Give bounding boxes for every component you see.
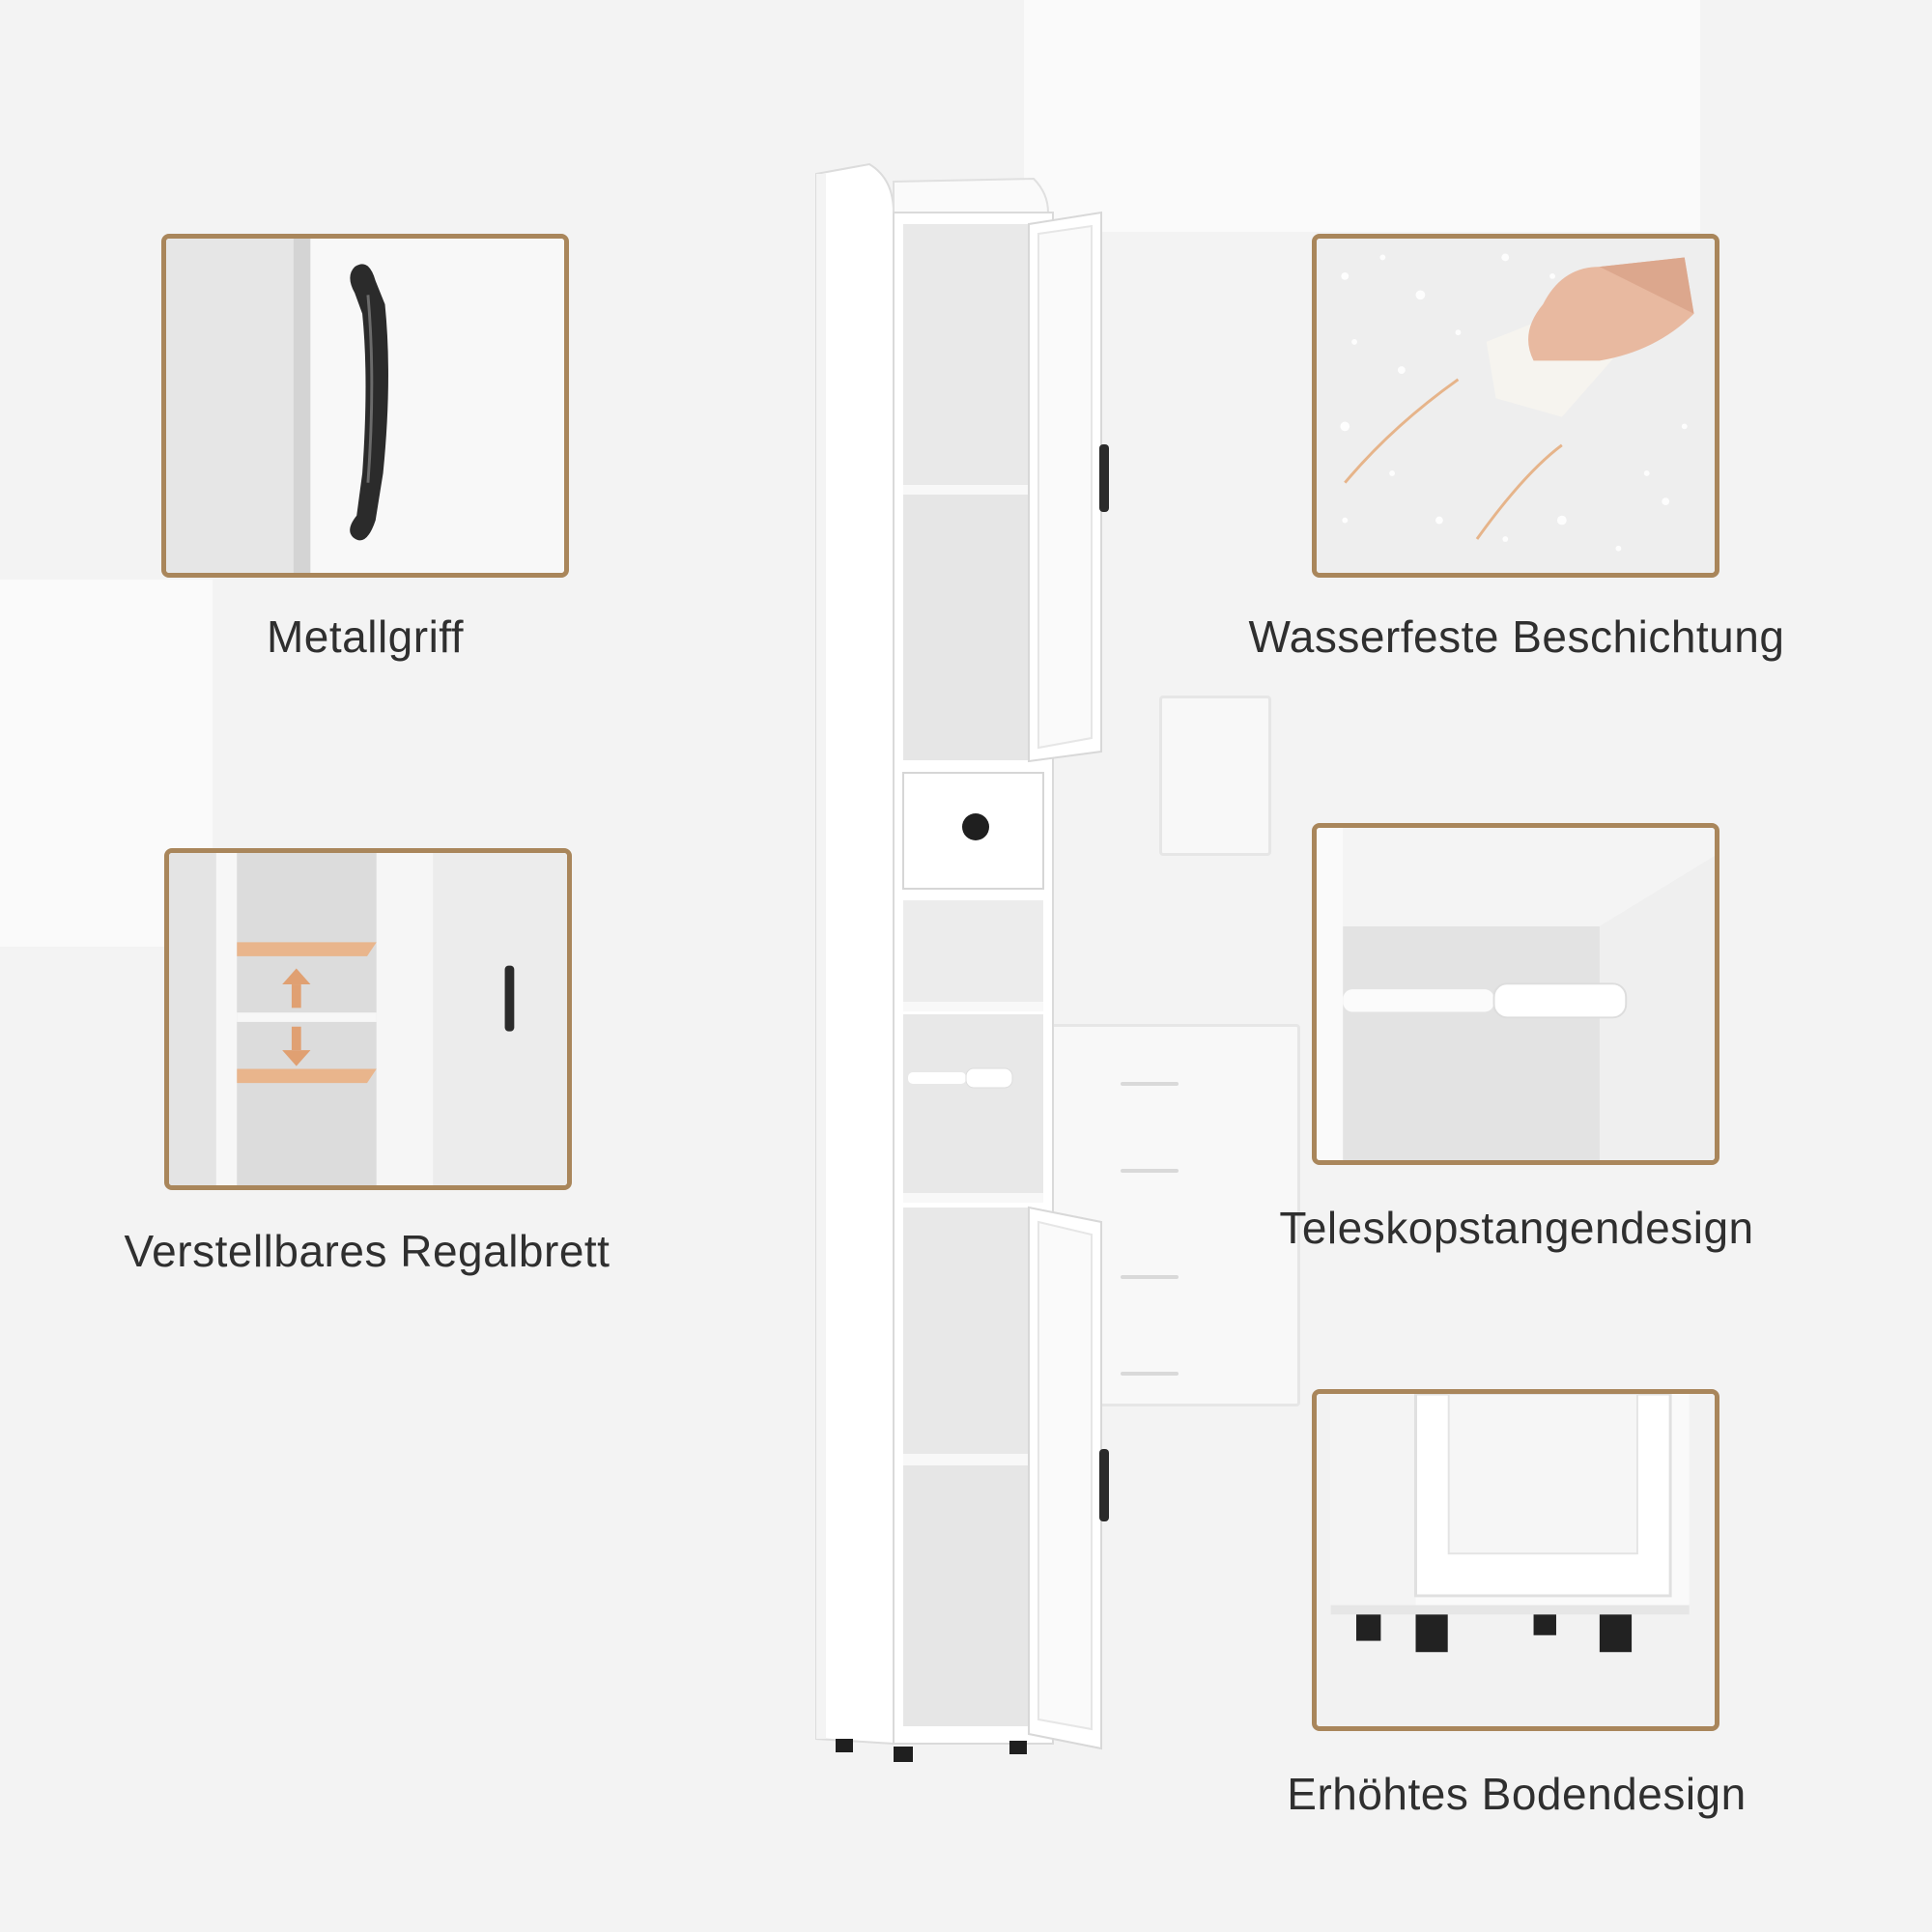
product-cabinet-image bbox=[802, 155, 1130, 1797]
feature-caption-adjustable-shelf: Verstellbares Regalbrett bbox=[124, 1226, 611, 1276]
background-window bbox=[1024, 0, 1700, 232]
adjustable-shelf-image bbox=[164, 848, 572, 1190]
telescopic-rod-image bbox=[1312, 823, 1719, 1165]
background-handle bbox=[1121, 1082, 1179, 1086]
raised-feet-image bbox=[1312, 1389, 1719, 1731]
metal-handle-image bbox=[161, 234, 569, 578]
waterproof-surface-image bbox=[1312, 234, 1719, 578]
feature-caption-telescopic-rod: Teleskopstangendesign bbox=[1279, 1203, 1754, 1253]
background-handle bbox=[1121, 1372, 1179, 1376]
background-handle bbox=[1121, 1169, 1179, 1173]
feature-caption-raised-base: Erhöhtes Bodendesign bbox=[1287, 1769, 1747, 1819]
background-handle bbox=[1121, 1275, 1179, 1279]
background-frame bbox=[1159, 696, 1271, 856]
feature-caption-waterproof: Wasserfeste Beschichtung bbox=[1248, 611, 1785, 662]
feature-caption-metal-handle: Metallgriff bbox=[266, 611, 465, 662]
